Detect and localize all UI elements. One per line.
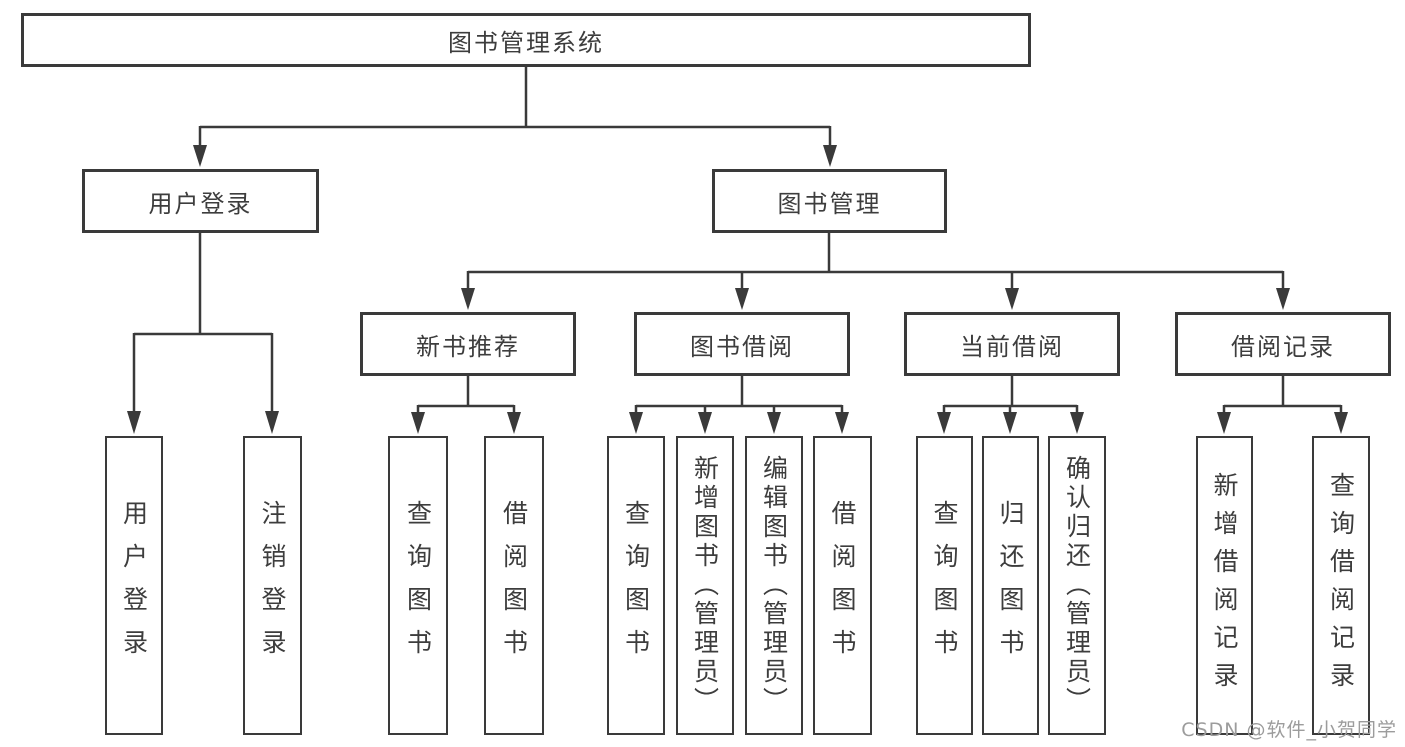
arrowheads [127,145,1348,434]
leaf-logout-login: 注销登录 [243,436,302,735]
leaf-user-login: 用户登录 [105,436,163,735]
leaf-borrow-books-recommend: 借阅图书 [484,436,544,735]
leaf-return-books-label: 归还图书 [996,499,1025,672]
leaf-add-books-admin: 新增图书（管理员） [676,436,734,735]
leaf-confirm-return-admin: 确认归还（管理员） [1048,436,1106,735]
watermark: CSDN @软件_小贺同学 [1181,719,1397,741]
node-borrow-records-label: 借阅记录 [1231,332,1335,361]
node-system-root-label: 图书管理系统 [448,28,604,57]
node-borrow-records: 借阅记录 [1175,312,1391,376]
node-user-login-label: 用户登录 [148,189,253,218]
node-book-borrow: 图书借阅 [634,312,850,376]
leaf-query-borrow-record-label: 查询借阅记录 [1326,471,1356,700]
node-book-borrow-label: 图书借阅 [690,332,794,361]
leaf-logout-login-label: 注销登录 [258,499,287,672]
leaf-return-books: 归还图书 [982,436,1039,735]
node-current-borrow: 当前借阅 [904,312,1120,376]
node-book-management: 图书管理 [712,169,947,233]
leaf-borrow-books-recommend-label: 借阅图书 [499,499,529,672]
leaf-query-books-current-label: 查询图书 [930,499,959,672]
leaf-edit-books-admin: 编辑图书（管理员） [745,436,803,735]
leaf-user-login-label: 用户登录 [119,499,149,672]
leaf-borrow-books: 借阅图书 [813,436,872,735]
leaf-query-books-borrow-label: 查询图书 [621,499,651,672]
node-current-borrow-label: 当前借阅 [960,332,1064,361]
leaf-query-books-current: 查询图书 [916,436,973,735]
node-new-book-recommend-label: 新书推荐 [416,332,520,361]
node-user-login: 用户登录 [82,169,319,233]
leaf-edit-books-admin-label: 编辑图书（管理员） [759,455,789,716]
leaf-query-borrow-record: 查询借阅记录 [1312,436,1370,735]
leaf-add-borrow-record-label: 新增借阅记录 [1210,471,1239,700]
leaf-query-books-borrow: 查询图书 [607,436,665,735]
node-new-book-recommend: 新书推荐 [360,312,576,376]
node-book-management-label: 图书管理 [777,189,882,218]
node-system-root: 图书管理系统 [21,13,1031,67]
leaf-query-books-recommend-label: 查询图书 [403,499,433,672]
leaf-add-borrow-record: 新增借阅记录 [1196,436,1253,735]
leaf-add-books-admin-label: 新增图书（管理员） [690,455,720,716]
leaf-borrow-books-label: 借阅图书 [828,499,857,672]
leaf-confirm-return-admin-label: 确认归还（管理员） [1062,455,1092,716]
leaf-query-books-recommend: 查询图书 [388,436,448,735]
